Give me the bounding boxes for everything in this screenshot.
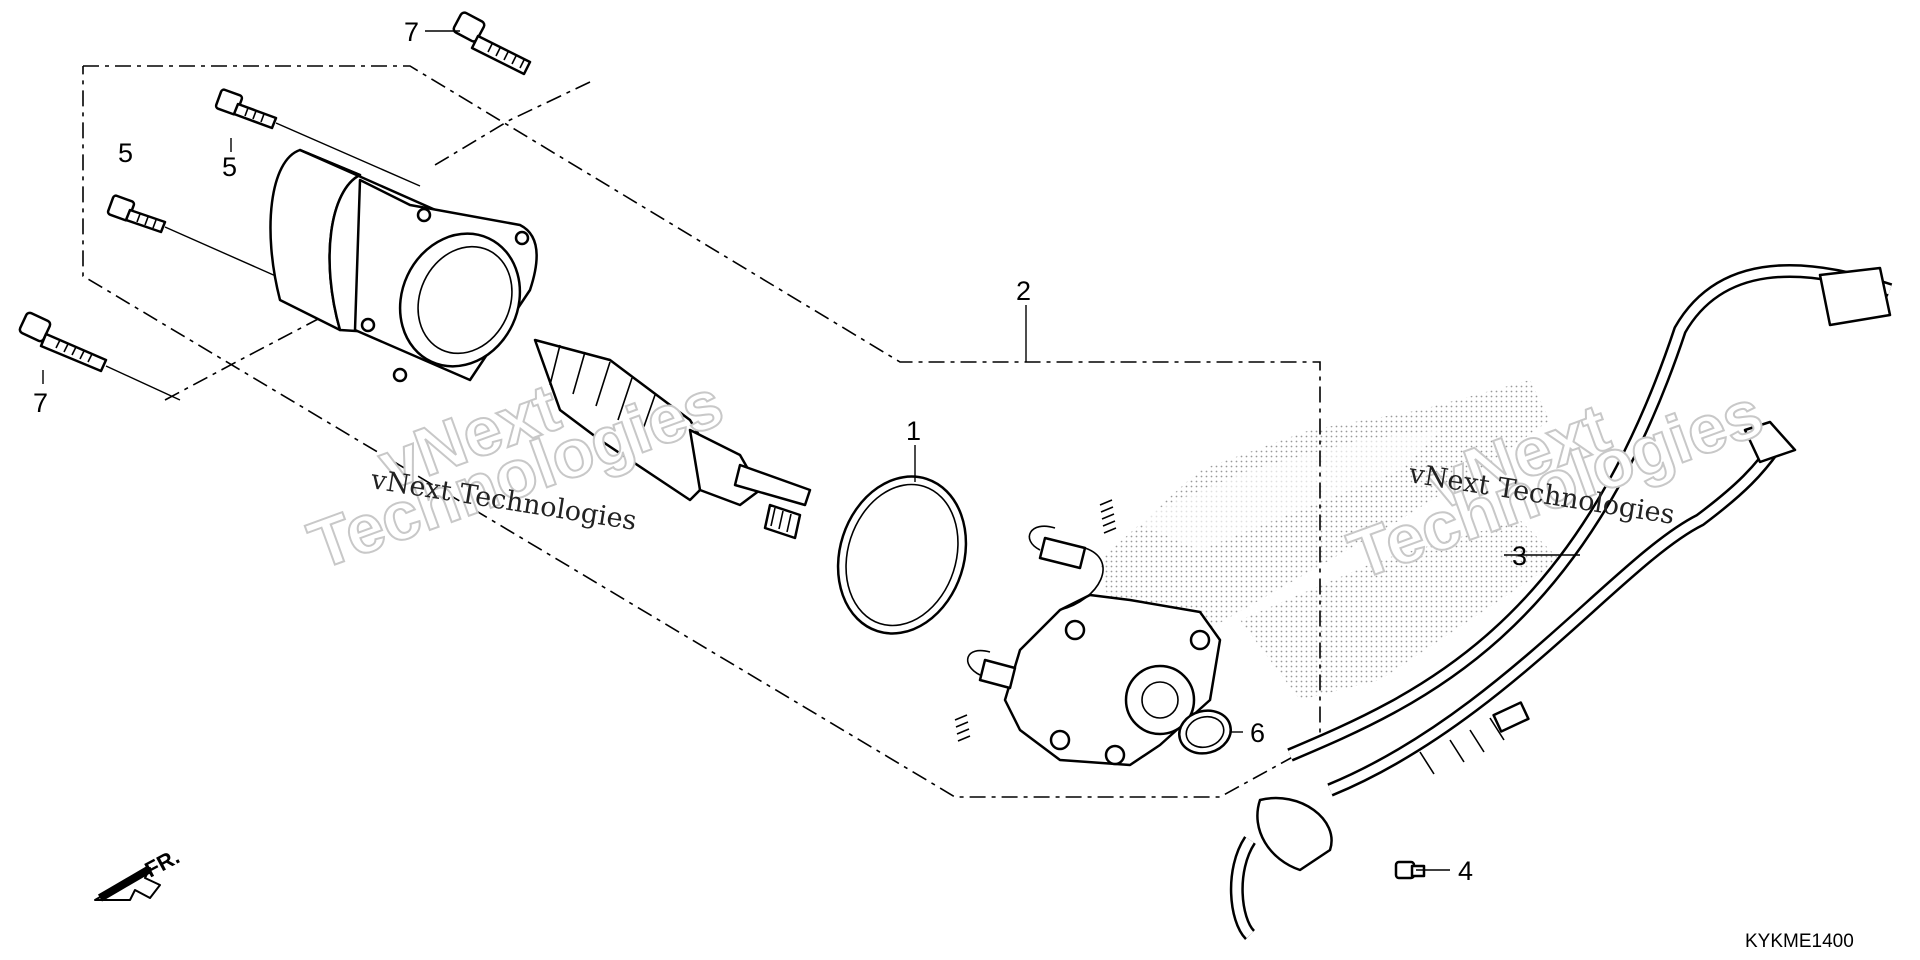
motor-housing[interactable] <box>269 148 541 386</box>
bolt-4[interactable] <box>1394 860 1426 880</box>
callout-5-lower: 5 <box>118 138 133 168</box>
bolt-7-left[interactable] <box>18 311 108 373</box>
front-direction-marker: FR. <box>94 844 184 902</box>
svg-text:FR.: FR. <box>141 844 184 883</box>
callout-4: 4 <box>1458 856 1473 886</box>
seal-ring[interactable] <box>1174 705 1235 759</box>
callout-1: 1 <box>906 416 921 446</box>
callout-5-upper: 5 <box>222 152 237 182</box>
brush-springs[interactable] <box>954 499 1117 742</box>
o-ring[interactable] <box>818 460 985 650</box>
callout-2: 2 <box>1016 276 1031 306</box>
end-cover[interactable] <box>966 525 1222 767</box>
callout-leaders <box>42 30 1580 871</box>
bolt-5-lower[interactable] <box>106 194 167 234</box>
callout-7-left: 7 <box>33 388 48 418</box>
callout-6: 6 <box>1250 718 1265 748</box>
bolt-5-upper[interactable] <box>214 88 278 130</box>
callout-labels: 1 2 3 4 5 5 6 7 7 <box>33 17 1527 886</box>
callout-7-top: 7 <box>404 17 419 47</box>
starter-cable[interactable] <box>1229 264 1893 940</box>
bolt-7-top[interactable] <box>452 11 532 76</box>
diagram-code: KYKME1400 <box>1745 931 1854 952</box>
armature[interactable] <box>533 338 812 540</box>
callout-3: 3 <box>1512 541 1527 571</box>
